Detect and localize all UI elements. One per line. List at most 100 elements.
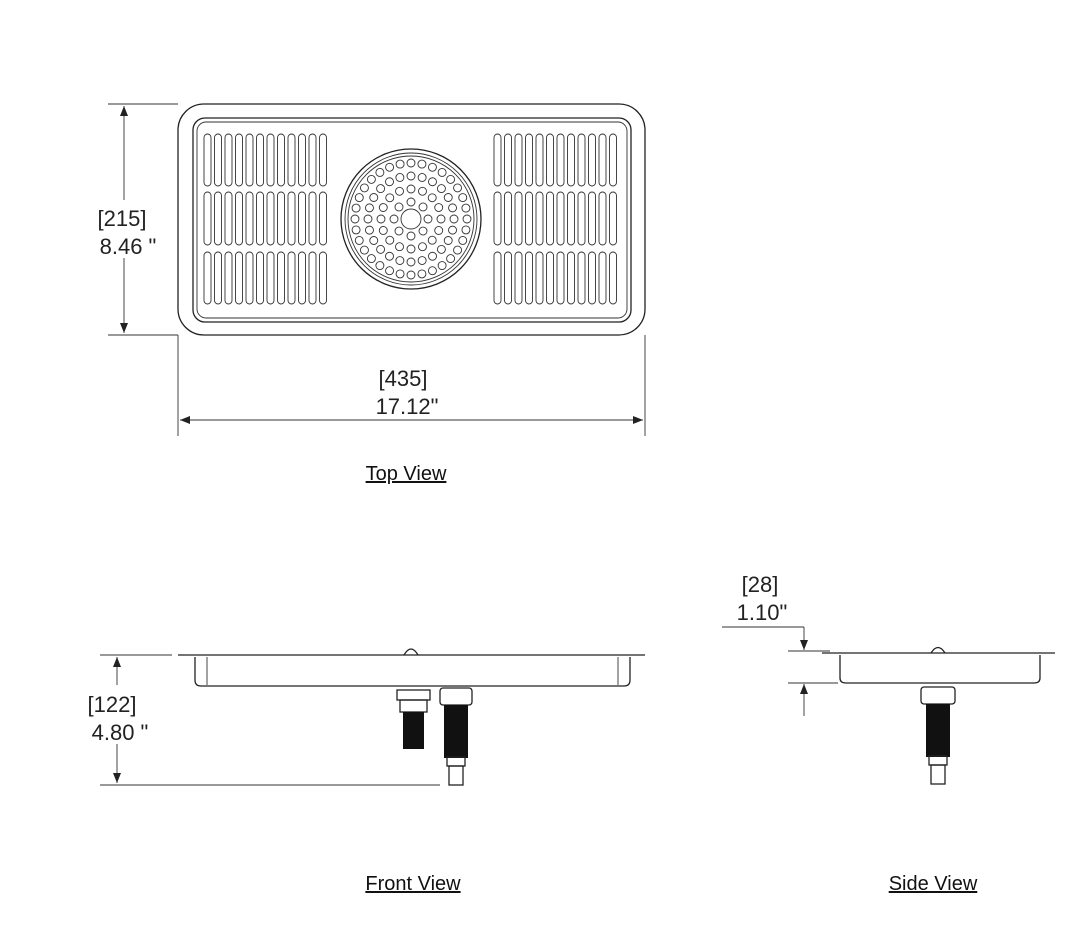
drain-hole xyxy=(443,236,453,245)
drain-hole xyxy=(369,193,379,202)
grate-slot xyxy=(588,191,596,246)
tray-outer-rim xyxy=(177,103,646,336)
grate-slot xyxy=(308,191,317,246)
height-dimension: [215] 8.46 " xyxy=(98,103,178,336)
grate-slot xyxy=(577,191,586,246)
tray-body xyxy=(194,657,631,687)
grate-slot xyxy=(525,251,533,305)
drain-hole xyxy=(453,183,463,193)
drain-hole xyxy=(448,225,457,235)
drain-hole xyxy=(351,225,361,235)
grate-slot xyxy=(245,251,254,305)
drain-hole xyxy=(462,214,472,224)
drain-hole xyxy=(376,184,386,194)
front-view-title: Front View xyxy=(365,873,461,895)
drain-hole xyxy=(354,235,364,245)
drain-hole xyxy=(418,186,427,196)
drain-hole xyxy=(359,183,369,193)
drain-hole xyxy=(366,254,376,264)
drain-hole xyxy=(417,256,427,265)
top-view: [215] 8.46 " [435] 17.12" Top View xyxy=(98,103,646,485)
drain-hole xyxy=(376,214,386,224)
grate-slot xyxy=(577,251,586,305)
drain-hole xyxy=(385,235,395,245)
drain-hole xyxy=(453,245,463,255)
drain-hole xyxy=(406,270,416,280)
grate-slot xyxy=(493,191,502,246)
drain-hole xyxy=(406,244,416,254)
drain-hole xyxy=(427,162,437,172)
side-view-title: Side View xyxy=(889,873,978,895)
depth-in-label: 1.10" xyxy=(737,600,788,625)
front-view: [122] 4.80 " Front View xyxy=(88,648,645,895)
drain-knob xyxy=(930,646,946,654)
drain-hole xyxy=(406,158,416,168)
side-fitting xyxy=(920,686,956,785)
drain-hole xyxy=(378,226,388,235)
drain-hole xyxy=(350,214,360,224)
grate-slot xyxy=(319,191,327,246)
grate-slot xyxy=(546,191,554,246)
height-in-label: 4.80 " xyxy=(92,720,149,745)
grate-slot xyxy=(319,133,327,187)
drain-hole xyxy=(389,214,399,224)
drain-hole xyxy=(385,162,395,172)
height-in-label: 8.46 " xyxy=(100,234,157,259)
drain-hole xyxy=(354,193,364,203)
width-mm-label: [435] xyxy=(379,366,428,391)
grate-slot xyxy=(588,133,596,187)
grate-slot xyxy=(598,251,607,305)
center-drain-grate xyxy=(340,148,482,290)
grate-slot xyxy=(567,191,575,246)
grate-slot xyxy=(235,251,243,305)
drain-hole xyxy=(427,235,437,245)
drain-hole xyxy=(428,177,437,187)
drain-hole xyxy=(359,245,369,255)
width-dimension: [435] 17.12" xyxy=(177,335,646,436)
grate-slot xyxy=(203,133,212,187)
left-fitting xyxy=(396,689,431,749)
drain-hole xyxy=(427,266,437,276)
grate-slot xyxy=(514,191,523,246)
drain-hole xyxy=(385,251,394,261)
drain-hole xyxy=(446,254,456,264)
grate-slot xyxy=(567,251,575,305)
drain-hole xyxy=(434,203,444,212)
grate-slot xyxy=(504,191,512,246)
drain-hole xyxy=(395,186,404,196)
drain-hole xyxy=(385,193,395,203)
drain-hole xyxy=(376,244,386,254)
height-mm-label: [122] xyxy=(88,692,137,717)
grate-slot xyxy=(319,251,327,305)
depth-mm-label: [28] xyxy=(742,572,779,597)
grate-slot xyxy=(266,251,275,305)
grate-slot xyxy=(308,133,317,187)
grate-slot xyxy=(577,133,586,187)
grate-slot xyxy=(504,251,512,305)
drain-hole xyxy=(436,214,446,224)
grate-slot xyxy=(256,133,264,187)
grate-slot xyxy=(287,133,296,187)
drain-knob xyxy=(403,648,419,656)
drain-hole xyxy=(406,257,416,267)
grate-slot xyxy=(203,251,212,305)
grate-slot xyxy=(245,133,254,187)
drain-hole xyxy=(443,193,453,202)
grate-slot xyxy=(514,133,523,187)
grate-slot xyxy=(214,133,222,187)
grate-slot xyxy=(514,251,523,305)
grate-slot xyxy=(556,251,565,305)
drain-hole xyxy=(458,193,468,203)
drain-hole xyxy=(375,167,385,177)
drain-hole xyxy=(406,197,416,207)
drain-hole xyxy=(417,173,427,182)
grate-slot xyxy=(224,251,233,305)
drain-hole xyxy=(418,242,427,252)
side-view: [28] 1.10" Side View xyxy=(722,572,1055,895)
grate-slot xyxy=(256,191,264,246)
drain-hole xyxy=(395,173,405,182)
drain-hole xyxy=(427,193,437,203)
drain-hole xyxy=(417,269,427,279)
drain-hole xyxy=(436,184,446,194)
